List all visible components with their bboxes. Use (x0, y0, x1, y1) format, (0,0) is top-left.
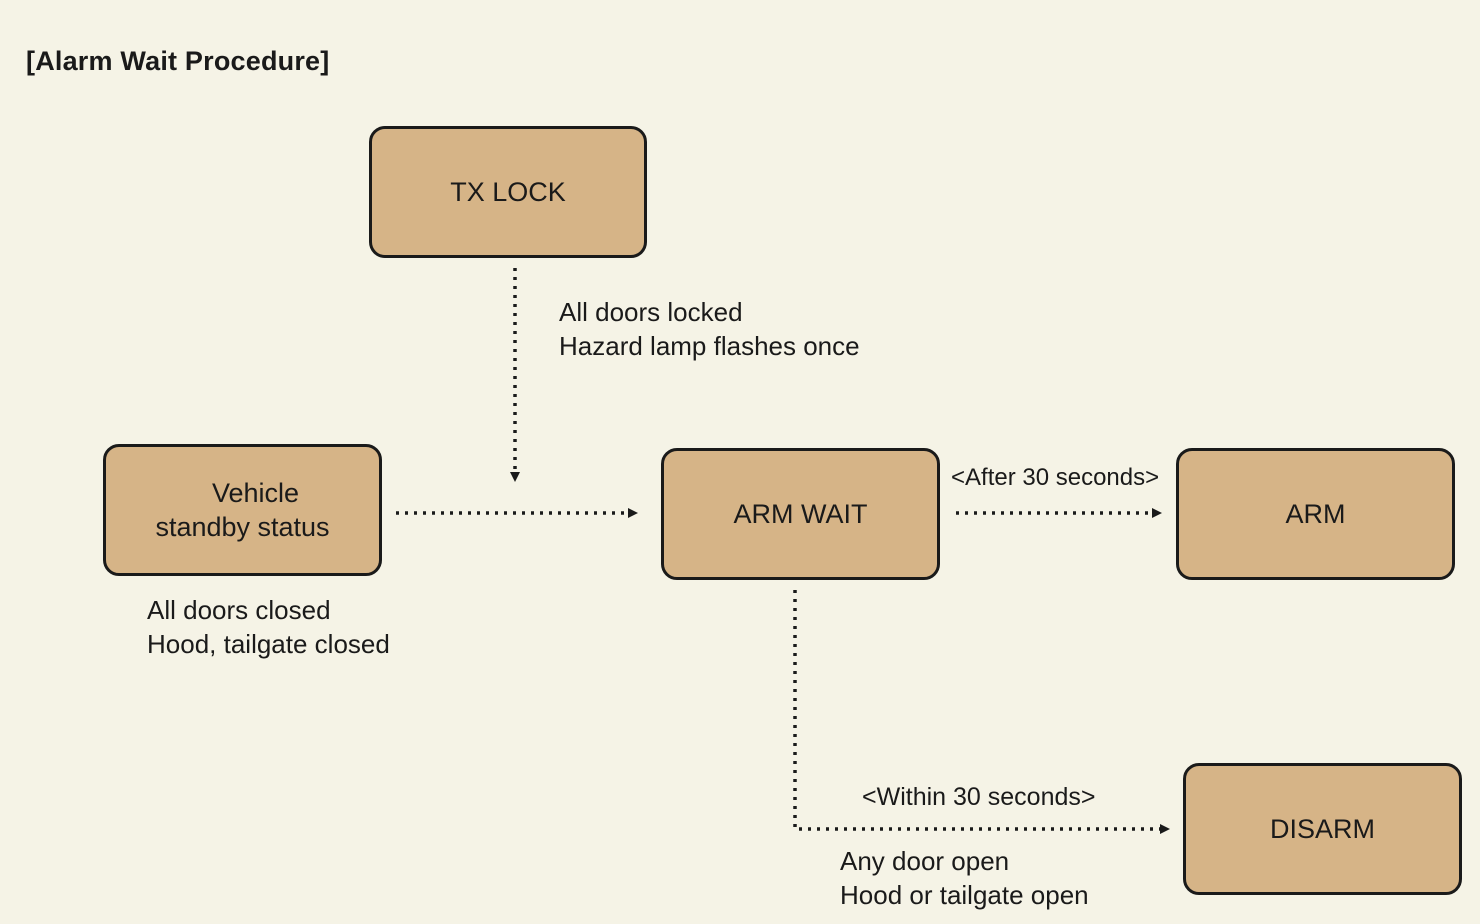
node-arm-label: ARM (1285, 499, 1346, 529)
edge-label-within-30: <Within 30 seconds> (862, 783, 1096, 811)
node-disarm-label: DISARM (1269, 814, 1375, 844)
node-arm-wait-label: ARM WAIT (733, 499, 868, 529)
node-vehicle-standby: Vehicle standby status (103, 444, 382, 576)
edge-label-after-30: <After 30 seconds> (951, 464, 1160, 491)
node-tx-lock-label: TX LOCK (450, 177, 566, 207)
note-disarm-line1: Any door open (840, 846, 1010, 876)
node-disarm: DISARM (1183, 763, 1462, 895)
note-disarm-line2: Hood or tailgate open (840, 880, 1089, 910)
note-tx-lock-condition: All doors locked Hazard lamp flashes onc… (559, 295, 860, 363)
diagram-title: [Alarm Wait Procedure] (26, 46, 330, 76)
note-disarm-condition: Any door open Hood or tailgate open (840, 844, 1089, 912)
note-tx-lock-line1: All doors locked (559, 297, 743, 327)
node-vehicle-standby-line2: standby status (155, 512, 330, 542)
note-standby-condition: All doors closed Hood, tailgate closed (147, 593, 390, 661)
note-tx-lock-line2: Hazard lamp flashes once (559, 331, 860, 361)
node-vehicle-standby-line1: Vehicle (211, 478, 300, 508)
note-standby-line1: All doors closed (147, 595, 331, 625)
node-tx-lock: TX LOCK (369, 126, 647, 258)
node-arm: ARM (1176, 448, 1455, 580)
connector-armwait-to-disarm (793, 590, 1170, 834)
node-arm-wait: ARM WAIT (661, 448, 940, 580)
note-standby-line2: Hood, tailgate closed (147, 629, 390, 659)
